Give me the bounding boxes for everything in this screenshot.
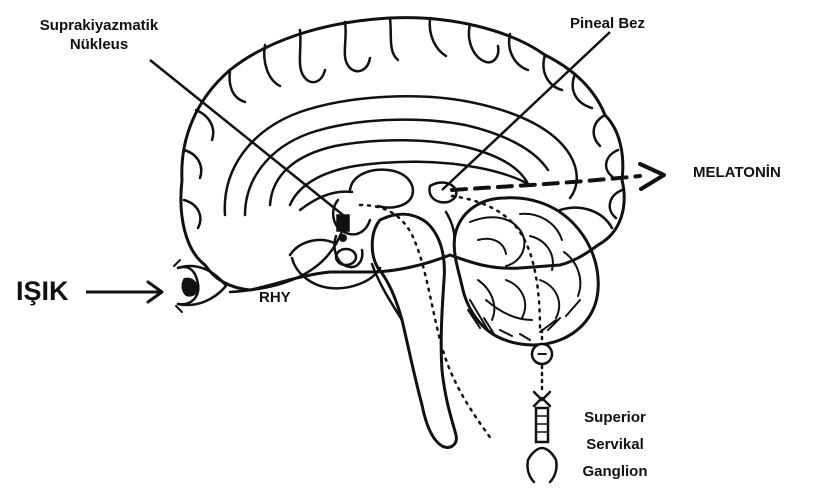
pineal-label: Pineal Bez xyxy=(570,14,645,33)
scn-node xyxy=(337,215,349,231)
scg-label-line2: Servikal xyxy=(560,431,670,458)
scg-label-line1: Superior xyxy=(560,404,670,431)
light-label: IŞIK xyxy=(16,276,69,307)
cerebellum-folia xyxy=(468,214,580,340)
cerebrum-outline xyxy=(181,18,624,290)
pituitary xyxy=(336,249,356,265)
rhy-line xyxy=(230,226,344,292)
scn-node-dot xyxy=(339,234,347,242)
eye-icon xyxy=(174,260,226,312)
melatonin-dashed-arrow xyxy=(452,176,640,190)
thalamus xyxy=(350,170,413,208)
scn-label-line1: Suprakiyazmatik xyxy=(4,16,194,35)
melatonin-arrowhead xyxy=(640,164,664,189)
pineal-pointer-line xyxy=(442,32,610,190)
brainstem xyxy=(372,214,456,447)
minus-sign: − xyxy=(537,344,548,364)
pineal-gland xyxy=(429,183,456,203)
scg-label-line3: Ganglion xyxy=(560,458,670,485)
scn-label-line2: Nükleus xyxy=(4,35,194,54)
rhy-label: RHY xyxy=(259,288,291,307)
cortex-folds xyxy=(184,18,622,228)
melatonin-label: MELATONİN xyxy=(693,163,781,182)
scg-label: Superior Servikal Ganglion xyxy=(560,404,670,485)
dotted-pathway-brainstem xyxy=(360,205,492,440)
scn-label: Suprakiyazmatik Nükleus xyxy=(4,16,194,54)
ganglion-chain xyxy=(527,392,556,482)
